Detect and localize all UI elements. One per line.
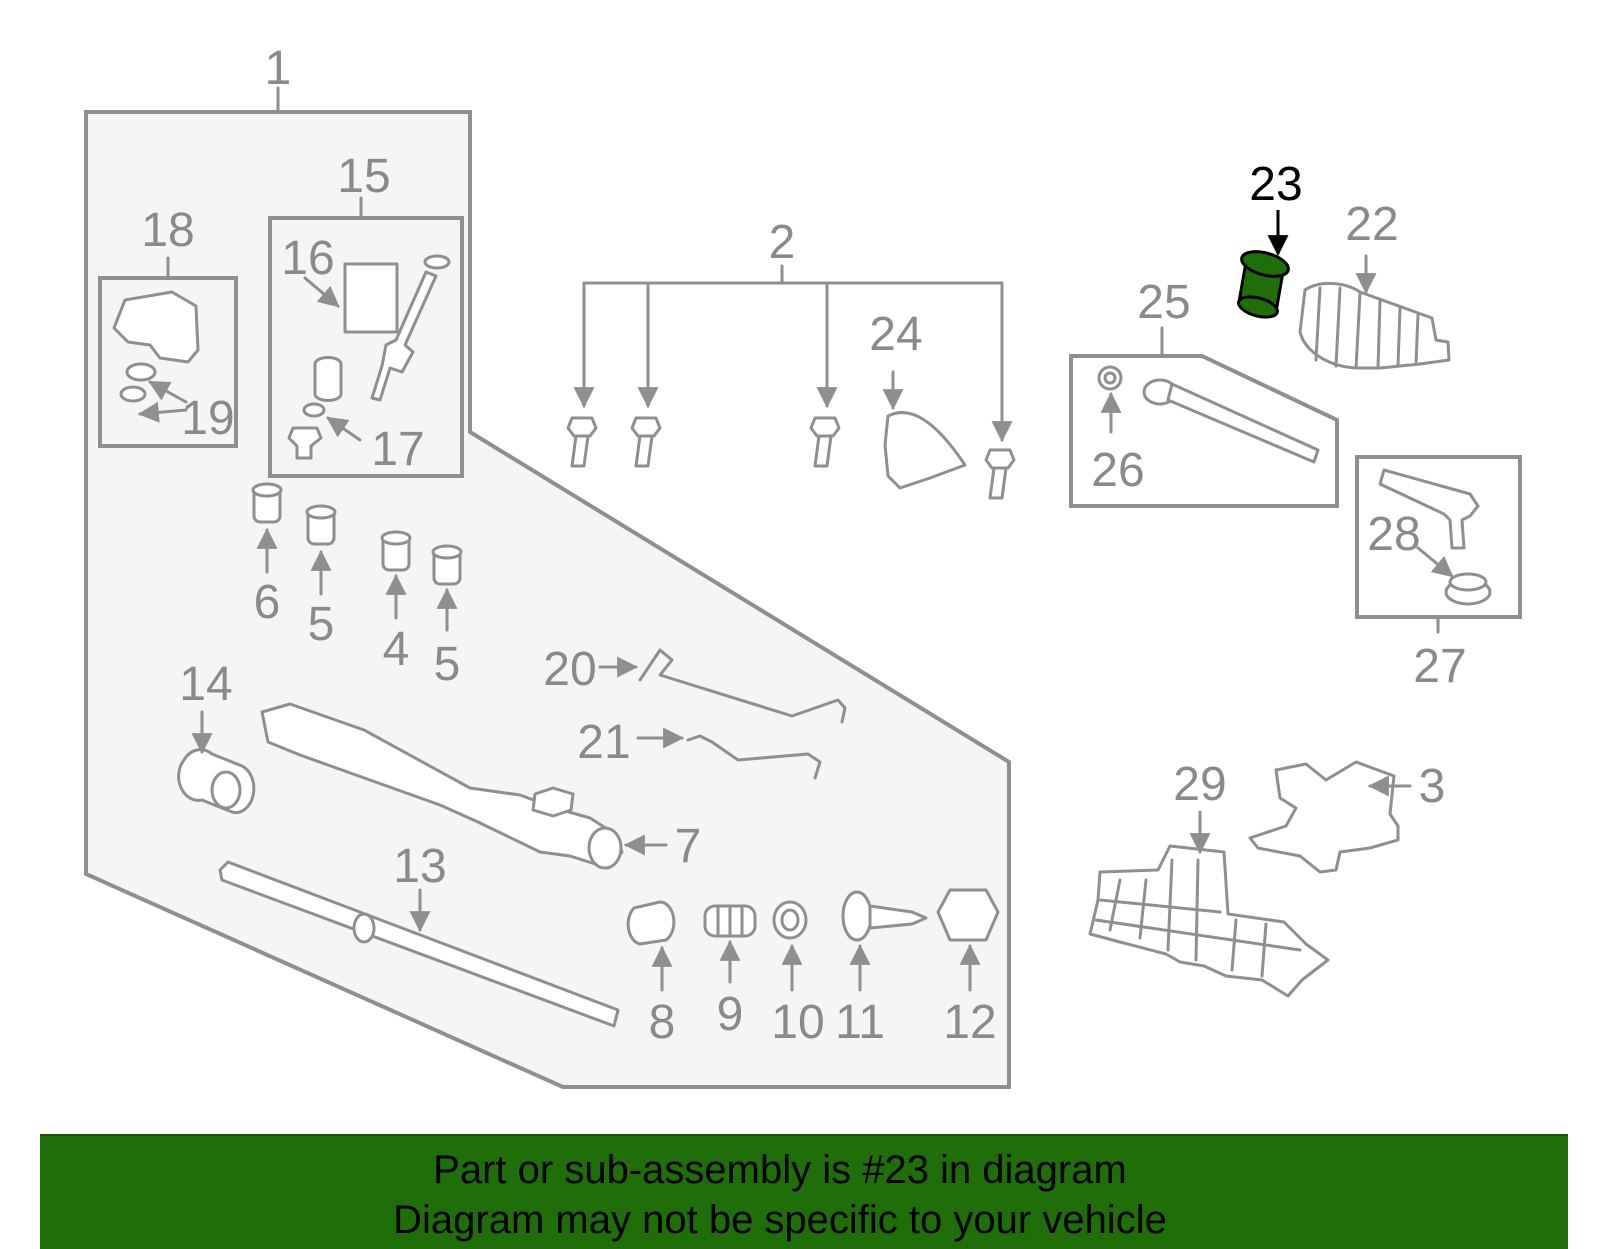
callout-3: 3 (1419, 760, 1446, 813)
callout-16: 16 (281, 232, 334, 285)
callout-2: 2 (769, 216, 796, 269)
bushing-icon (251, 482, 283, 524)
callout-5b: 5 (434, 638, 461, 691)
tie-rod-icon (1097, 365, 1320, 464)
callout-9: 9 (717, 988, 744, 1041)
banner-part-text: Part or sub-assembly is #23 in diagram (433, 1148, 1127, 1192)
valve-shaft-icon (370, 270, 438, 402)
spring-icon (703, 904, 757, 938)
bushing-icon (305, 504, 337, 546)
bolt-icon (984, 448, 1016, 500)
screw-icon (841, 890, 928, 942)
callout-7: 7 (675, 820, 702, 873)
info-banner: Part or sub-assembly is #23 in diagram D… (40, 1134, 1568, 1249)
callout-27: 27 (1413, 640, 1466, 693)
cap-nut-icon (936, 888, 1000, 942)
bracket-icon (883, 411, 967, 490)
callout-26: 26 (1091, 444, 1144, 497)
bushing-icon (313, 356, 343, 402)
rack-shaft-icon (218, 860, 620, 1028)
callout-19: 19 (181, 392, 234, 445)
fluid-line-icon (686, 734, 822, 780)
bolt-icon (809, 416, 841, 468)
callout-22: 22 (1345, 198, 1398, 251)
mount-bracket-icon (1248, 760, 1400, 874)
ring-icon (302, 402, 326, 418)
callout-8: 8 (649, 996, 676, 1049)
bushing-icon (431, 544, 463, 586)
callout-20: 20 (543, 643, 596, 696)
callout-1: 1 (265, 42, 292, 95)
ring-icon (119, 385, 147, 403)
callout-12: 12 (943, 996, 996, 1049)
callout-labels: 1 2 3 4 5 5 6 7 8 9 10 11 12 13 14 15 16… (141, 42, 1466, 1049)
callout-10: 10 (771, 996, 824, 1049)
nut-ring-icon (772, 900, 808, 940)
o-ring-icon (423, 254, 451, 270)
heat-shield-icon (1088, 844, 1330, 998)
parts-diagram: 1 2 3 4 5 5 6 7 8 9 10 11 12 13 14 15 16… (84, 42, 1522, 1089)
boot-icon (1298, 282, 1451, 370)
callout-29: 29 (1173, 758, 1226, 811)
callout-5a: 5 (308, 598, 335, 651)
banner-disclaimer-text: Diagram may not be specific to your vehi… (393, 1198, 1167, 1242)
callout-23-highlighted: 23 (1249, 158, 1302, 211)
callout-21: 21 (577, 716, 630, 769)
callout-13: 13 (393, 840, 446, 893)
seal-kit-icon (343, 262, 399, 334)
callout-18: 18 (141, 204, 194, 257)
main-assembly-region (84, 86, 1011, 1089)
valve-housing-icon (112, 290, 200, 364)
callout-25: 25 (1137, 276, 1190, 329)
callout-11: 11 (835, 996, 885, 1049)
callout-14: 14 (179, 658, 232, 711)
bolt-icon (566, 416, 598, 468)
part-23-clamp-highlighted[interactable] (1236, 247, 1291, 321)
callout-24: 24 (869, 308, 922, 361)
bushing-icon (380, 530, 412, 572)
bolt-icon (630, 416, 662, 468)
callout-4: 4 (383, 623, 410, 676)
fluid-line-icon (638, 648, 847, 724)
box-25 (1069, 354, 1339, 508)
sleeve-icon (626, 900, 676, 946)
tie-rod-end-icon (1378, 468, 1492, 606)
box-15 (268, 216, 464, 478)
bracket-2 (573, 264, 1013, 443)
callout-15: 15 (337, 150, 390, 203)
plug-icon (287, 426, 323, 460)
callout-28: 28 (1367, 508, 1420, 561)
callout-6: 6 (254, 576, 281, 629)
rack-housing-icon (260, 702, 624, 870)
ring-icon (125, 362, 157, 382)
callout-17: 17 (371, 423, 424, 476)
